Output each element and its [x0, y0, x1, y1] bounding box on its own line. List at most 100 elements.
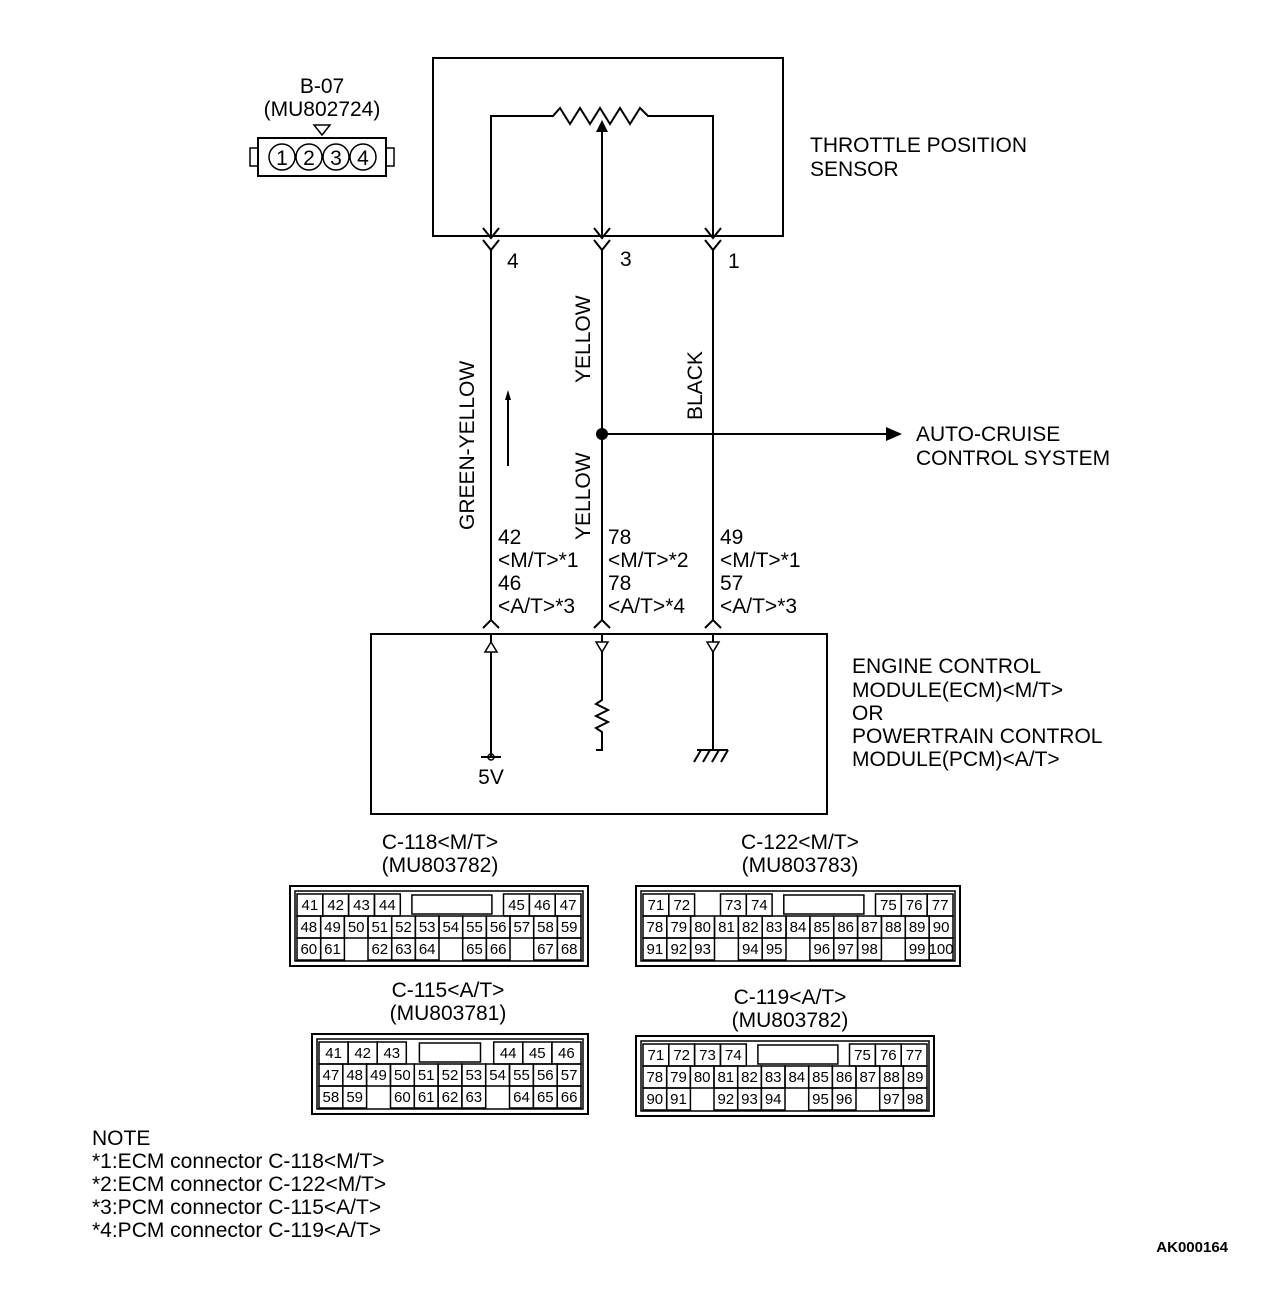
connector-pin-cell — [831, 1087, 857, 1111]
connector-b07-id: B-07 — [300, 75, 344, 98]
ecm-pin-right-2: <M/T>*1 — [720, 549, 801, 572]
sensor-pin-label-middle: 3 — [620, 248, 632, 271]
connector-pin-number: 65 — [466, 941, 483, 958]
connector-pin-number: 56 — [490, 919, 507, 936]
connector-pin-number: 79 — [670, 1069, 687, 1086]
b07-pin-circle — [268, 143, 296, 171]
connector-pin-cell — [760, 1087, 786, 1111]
connector-pin-number: 99 — [909, 941, 926, 958]
connector-pin-number: 52 — [442, 1067, 459, 1084]
connector-pin-number: 41 — [325, 1045, 342, 1062]
connector-pin-number: 63 — [465, 1089, 482, 1106]
connector-title: C-115<A/T> — [392, 979, 505, 1002]
note-item: *2:ECM connector C-122<M/T> — [92, 1173, 386, 1196]
connector-pin-number: 72 — [673, 1047, 690, 1064]
connector-pin-number: 71 — [648, 897, 665, 914]
throttle-position-sensor: THROTTLE POSITION SENSOR — [432, 57, 1027, 237]
module-terminal-icon — [482, 618, 500, 629]
connector-pin-number: 83 — [765, 1069, 782, 1086]
ecm-pin-middle-1: 78 — [608, 526, 631, 549]
connector-pin-number: 62 — [371, 941, 388, 958]
connector-pin-number: 54 — [489, 1067, 506, 1084]
connector-pin-number: 91 — [647, 941, 664, 958]
terminal-arrow-icon — [482, 227, 500, 240]
module-box — [370, 633, 828, 815]
connector-pin-number: 46 — [534, 897, 551, 914]
connector-key-slot — [783, 894, 865, 915]
connector-pin-cell — [485, 937, 511, 961]
connector-pin-number: 87 — [859, 1069, 876, 1086]
wire-label-black: BLACK — [684, 351, 707, 420]
b07-pin-circle — [322, 143, 350, 171]
connector-pin-number: 74 — [725, 1047, 742, 1064]
supply-voltage-label: 5V — [478, 766, 504, 789]
connector-pin-number: 73 — [699, 1047, 716, 1064]
wiper-arrow-icon — [596, 120, 608, 132]
connector-outline — [289, 885, 589, 967]
connector-pin-number: 45 — [508, 897, 525, 914]
sensor-terminals: 4 3 1 — [482, 227, 740, 273]
connector-b07-part: (MU802724) — [264, 98, 381, 121]
ecm-pin-right-1: 49 — [720, 526, 743, 549]
connector-pin-number: 96 — [813, 941, 830, 958]
b07-pin-label: 2 — [303, 147, 315, 170]
sensor-pin-label-left: 4 — [507, 250, 519, 273]
b07-pin-circle — [349, 143, 377, 171]
connector-inner-outline — [316, 1038, 584, 1110]
b07-pin-circle — [295, 143, 323, 171]
connector-part: (MU803782) — [732, 1009, 849, 1032]
ecm-pin-middle-3: 78 — [608, 572, 631, 595]
connector-pin-number: 78 — [647, 919, 664, 936]
wires: GREEN-YELLOW YELLOW YELLOW BLACK AUTO-CR… — [456, 250, 1110, 620]
connector-pin-number: 42 — [327, 897, 344, 914]
figure-id: AK000164 — [1156, 1239, 1228, 1256]
connector-pin-cell — [902, 1087, 928, 1111]
connector-pin-number: 97 — [883, 1091, 900, 1108]
connector-b07-latch-right — [385, 147, 395, 167]
connector-pin-number: 81 — [717, 1069, 734, 1086]
connector-pin-cell — [556, 937, 582, 961]
connector-pin-number: 86 — [837, 919, 854, 936]
connector-b07: B-07 (MU802724) 1 2 3 4 — [249, 75, 395, 177]
connector-pin-number: 76 — [880, 1047, 897, 1064]
control-module: 5V ENGINE CONTROL MODULE(ECM)<M/T> OR PO… — [370, 618, 1102, 815]
module-name-line4: POWERTRAIN CONTROL — [852, 725, 1102, 748]
connector-pin-number: 60 — [394, 1089, 411, 1106]
connector-pin-cell — [689, 937, 716, 961]
connector-pin-number: 75 — [854, 1047, 871, 1064]
connector-title: C-122<M/T> — [741, 831, 859, 854]
connector-pin-number: 45 — [529, 1045, 546, 1062]
note-item: *4:PCM connector C-119<A/T> — [92, 1219, 381, 1242]
connector-pin-number: 49 — [370, 1067, 387, 1084]
connector-pin-number: 95 — [812, 1091, 829, 1108]
wire-label-yellow-lower: YELLOW — [572, 452, 595, 540]
b07-pin-label: 4 — [357, 147, 369, 170]
sensor-name-line2: SENSOR — [810, 158, 899, 181]
note-item: *1:ECM connector C-118<M/T> — [92, 1150, 385, 1173]
connector-pin-cell — [461, 1085, 487, 1109]
connector-pin-number: 89 — [909, 919, 926, 936]
connector-pin-number: 91 — [670, 1091, 687, 1108]
ecm-pin-left-2: <M/T>*1 — [498, 549, 579, 572]
connector-pin-number: 89 — [907, 1069, 924, 1086]
connector-pin-number: 86 — [836, 1069, 853, 1086]
connector-pin-number: 49 — [324, 919, 341, 936]
connector-pin-cell — [665, 1087, 692, 1111]
connector-pin-number: 46 — [558, 1045, 575, 1062]
input-terminal-icon — [705, 641, 721, 654]
connector-pin-number: 92 — [670, 941, 687, 958]
connector-pin-number: 51 — [418, 1067, 435, 1084]
connector-pin-number: 52 — [395, 919, 412, 936]
connector-pin-number: 82 — [741, 1069, 758, 1086]
connector-pin-number: 79 — [670, 919, 687, 936]
auto-cruise-label-line2: CONTROL SYSTEM — [916, 447, 1110, 470]
sensor-box — [432, 57, 784, 237]
connector-pin-number: 85 — [812, 1069, 829, 1086]
connector-pin-number: 90 — [933, 919, 950, 936]
terminal-arrow-icon — [593, 239, 611, 252]
connector-pin-number: 59 — [346, 1089, 363, 1106]
